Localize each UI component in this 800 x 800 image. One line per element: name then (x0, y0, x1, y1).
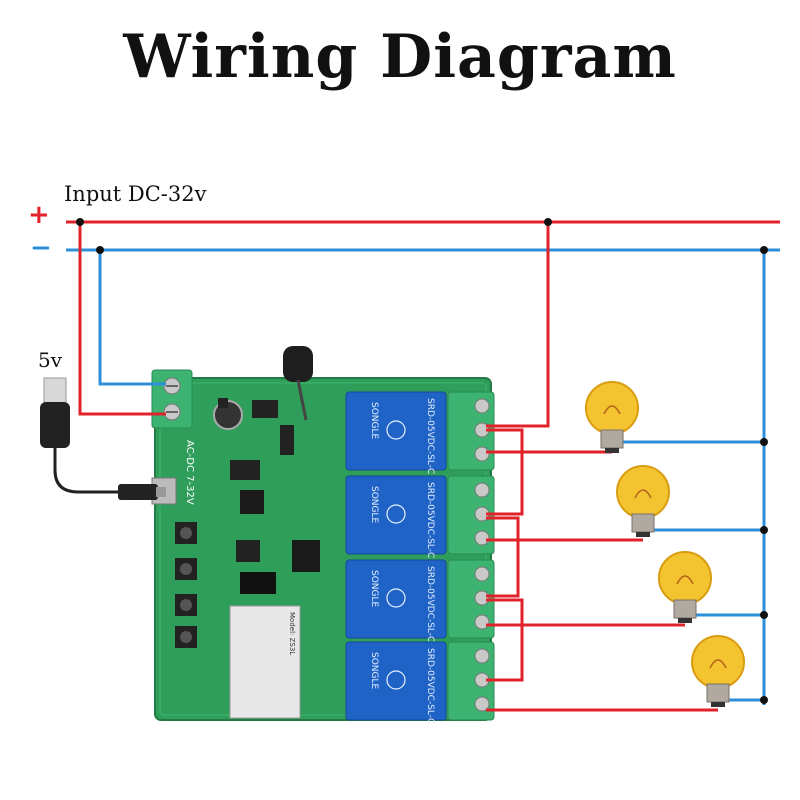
relay-3 (345, 559, 447, 639)
relay-brand-1: SONGLE (369, 402, 379, 440)
light-bulb-icon (691, 635, 745, 707)
light-bulbs (585, 381, 745, 707)
relay-brand-4: SONGLE (369, 652, 379, 690)
light-bulb-icon (658, 551, 712, 623)
power-terminal-block (151, 369, 193, 429)
relay-1 (345, 391, 447, 471)
terminal-screw-2-3 (474, 530, 490, 546)
terminal-screw-3-3 (474, 614, 490, 630)
common-jumper-2 (486, 516, 520, 598)
board-negative-wire (98, 250, 166, 386)
zigbee-module (229, 605, 301, 719)
antenna (283, 346, 313, 421)
light-bulb-icon (616, 465, 670, 537)
relay-marking-1: SRD-05VDC-SL-C (425, 398, 435, 474)
junction-positive-input (76, 218, 84, 226)
common-jumper-1 (486, 428, 524, 516)
board-positive-wire (78, 222, 166, 416)
page-title: Wiring Diagram (123, 22, 677, 92)
relay-marking-3: SRD-05VDC-SL-C (425, 566, 435, 642)
junction-return-3 (760, 611, 768, 619)
light-bulb-icon (585, 381, 639, 453)
terminal-screw-1-1 (474, 398, 490, 414)
terminal-screw-4-1 (474, 648, 490, 664)
relay-4 (345, 641, 447, 721)
module-marking: Model: ZS3L (288, 612, 296, 655)
positive-symbol: + (28, 200, 50, 230)
board-components: Model: ZS3L (151, 398, 320, 719)
relays: SRD-05VDC-SL-C SONGLE SRD-05VDC-SL-C SONGLE… (345, 391, 447, 724)
terminal-screw-3-1 (474, 566, 490, 582)
common-jumper-3 (486, 598, 524, 682)
terminal-screw-2-1 (474, 482, 490, 498)
negative-symbol: − (30, 233, 52, 263)
junction-common-feed (544, 218, 552, 226)
junction-negative-input (96, 246, 104, 254)
wires (66, 218, 780, 712)
junction-negative-bus (760, 246, 768, 254)
usb-cable (40, 377, 166, 500)
output-terminals (447, 391, 495, 721)
terminal-screw-3-2 (474, 590, 490, 606)
terminal-screw-1-3 (474, 446, 490, 462)
relay-common-feed (486, 222, 550, 428)
relay-2 (345, 475, 447, 555)
terminal-screw-4-3 (474, 696, 490, 712)
junction-return-1 (760, 438, 768, 446)
relay-brand-3: SONGLE (369, 570, 379, 608)
usb-voltage-label: 5v (38, 348, 63, 372)
junction-return-2 (760, 526, 768, 534)
relay-marking-2: SRD-05VDC-SL-C (425, 482, 435, 558)
relay-brand-2: SONGLE (369, 486, 379, 524)
power-marking: AC-DC 7-32V (184, 440, 195, 505)
relay-marking-4: SRD-05VDC-SL-C (425, 648, 435, 724)
junction-return-4 (760, 696, 768, 704)
input-voltage-label: Input DC-32v (64, 182, 207, 206)
